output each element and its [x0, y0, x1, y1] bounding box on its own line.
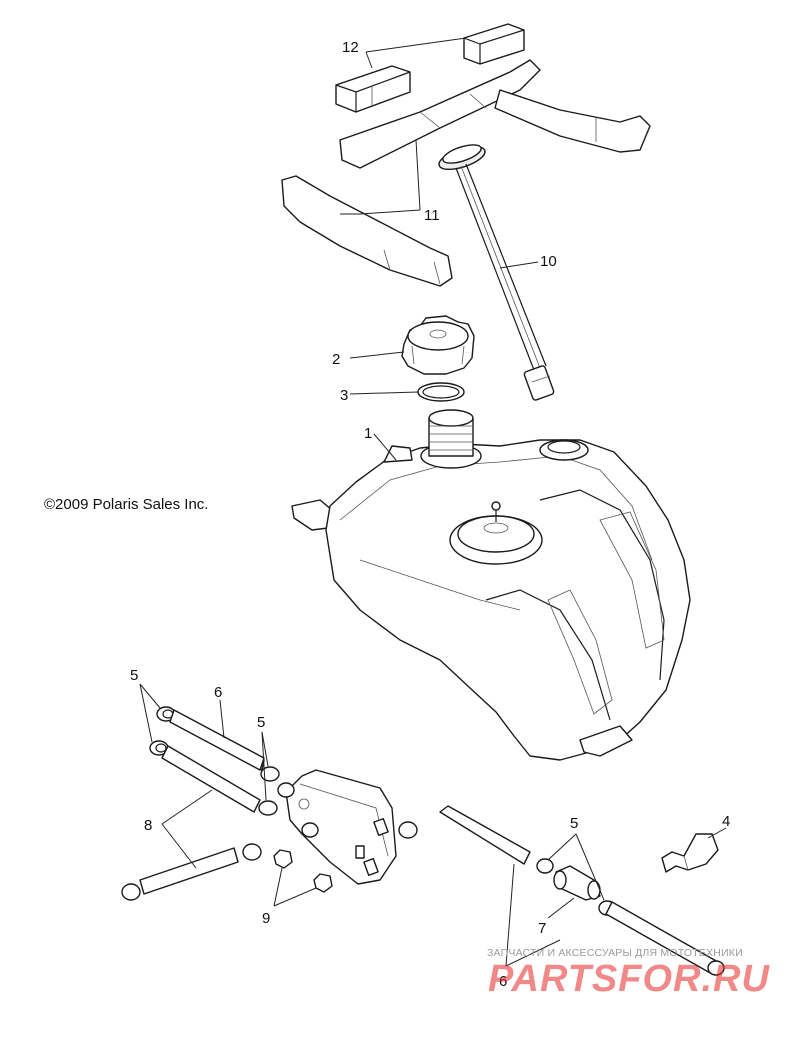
watermark-tagline: ЗАПЧАСТИ И АКСЕССУАРЫ ДЛЯ МОТОТЕХНИКИ	[487, 947, 743, 959]
fuel-hose-part-8-upper	[161, 745, 261, 813]
clamp-part-5-d	[258, 800, 278, 816]
callout-11: 11	[424, 207, 440, 224]
seat-bracket-part-11	[281, 59, 651, 287]
fuel-sender-part-10	[438, 144, 555, 401]
callout-5-right: 5	[570, 815, 578, 832]
fuel-hose-part-8-lower	[121, 843, 262, 901]
fuel-hose-part-6-left	[169, 709, 265, 771]
fuel-hose-part-6-right-lower	[605, 901, 725, 976]
callout-5-top-left: 5	[130, 667, 138, 684]
seat-pad-part-12b	[463, 23, 525, 65]
callout-6-bottom: 6	[499, 973, 507, 990]
fuel-cap-part-2	[401, 315, 475, 375]
callout-7: 7	[538, 920, 546, 937]
fuel-pump-module	[277, 769, 418, 885]
callout-5-middle: 5	[257, 714, 265, 731]
clamp-part-5-e	[536, 858, 554, 874]
callout-1: 1	[364, 425, 372, 442]
callout-2: 2	[332, 351, 340, 368]
leader-lines	[139, 37, 727, 967]
clamp-part-5-b	[149, 740, 169, 756]
copyright-notice: ©2009 Polaris Sales Inc.	[44, 496, 209, 513]
clamp-part-5-c	[260, 766, 280, 782]
nut-part-9-a	[273, 849, 293, 869]
callout-10: 10	[540, 253, 557, 270]
fuel-filter-part-7	[553, 865, 601, 901]
callout-8: 8	[144, 817, 152, 834]
nut-part-9-b	[313, 873, 333, 893]
watermark-logo: PARTSFOR.RU	[488, 958, 770, 1000]
callout-3: 3	[340, 387, 348, 404]
callout-9: 9	[262, 910, 270, 927]
callout-6-top-left: 6	[214, 684, 222, 701]
seat-pad-part-12a	[335, 65, 411, 113]
callout-12: 12	[342, 39, 359, 56]
o-ring-part-3	[417, 382, 465, 402]
vent-valve-part-4	[661, 833, 719, 873]
fuel-hose-part-6-right-upper	[439, 805, 531, 865]
callout-4: 4	[722, 813, 730, 830]
fuel-tank-part-1	[291, 409, 691, 761]
